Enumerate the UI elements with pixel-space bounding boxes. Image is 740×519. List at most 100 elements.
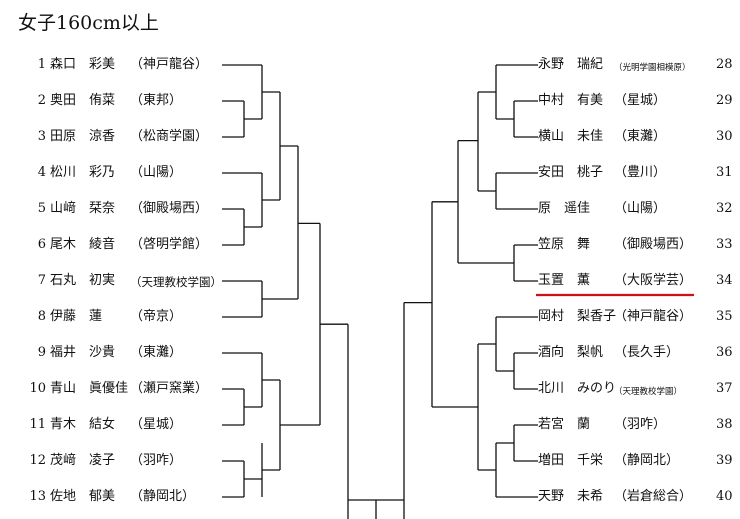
entry-number: 34	[716, 273, 733, 288]
entry-number: 35	[716, 309, 733, 324]
page-title: 女子160cm以上	[18, 12, 159, 34]
entry-school: （東邦）	[130, 93, 183, 108]
left-entry-6: 6 尾木 綾音 （啓明学館）	[0, 237, 230, 253]
entry-school: （羽咋）	[614, 417, 667, 432]
entry-school: （静岡北）	[130, 489, 196, 504]
right-entry-35: 岡村 梨香子（神戸龍谷） 35	[538, 309, 738, 325]
right-entry-37: 北川 みのり（天理教校学園） 37	[538, 381, 738, 397]
entry-number: 40	[716, 489, 733, 504]
entry-number: 1	[37, 57, 46, 72]
entry-name: 伊藤 蓮	[50, 309, 103, 324]
entry-number: 31	[716, 165, 733, 180]
entry-number: 38	[716, 417, 733, 432]
entry-name: 天野 未希	[538, 489, 604, 504]
entry-school: （神戸龍谷）	[130, 57, 209, 72]
entry-name: 永野 瑞紀	[538, 57, 604, 72]
entry-school: （光明学園相模原）	[614, 63, 691, 73]
entry-school: （御殿場西）	[130, 201, 209, 216]
entry-number: 9	[37, 345, 46, 360]
entry-name: 石丸 初実	[50, 273, 116, 288]
entry-school: （啓明学館）	[130, 237, 209, 252]
right-entry-33: 笠原 舞（御殿場西）33	[538, 237, 738, 253]
entry-number: 5	[37, 201, 46, 216]
entry-name: 酒向 梨帆	[538, 345, 604, 360]
entry-number: 37	[716, 381, 733, 396]
entry-number: 29	[716, 93, 733, 108]
entry-name: 茂﨑 凌子	[50, 453, 116, 468]
right-entry-32: 原 遥佳（山陽）32	[538, 201, 738, 217]
entry-number: 11	[29, 417, 46, 432]
entry-school: （瀬戸窯業）	[130, 381, 209, 396]
right-entry-34: 玉置 薫 （大阪学芸） 34	[538, 273, 738, 289]
right-entry-30: 横山 未佳 （東灘） 30	[538, 129, 738, 145]
right-entry-36: 酒向 梨帆（長久手）36	[538, 345, 738, 361]
left-entry-3: 3 田原 涼香 （松商学園）	[0, 129, 230, 145]
entry-name: 原 遥佳	[538, 201, 591, 216]
entry-school: （星城）	[614, 93, 667, 108]
left-entry-8: 8 伊藤 蓮 （帝京）	[0, 309, 230, 325]
entry-school: （山陽）	[130, 165, 183, 180]
entry-name: 山﨑 栞奈	[50, 201, 116, 216]
left-entry-7: 7 石丸 初実 （天理教校学園）	[0, 273, 230, 289]
entry-name: 増田 千栄	[538, 453, 604, 468]
entry-name: 玉置 薫	[538, 273, 591, 288]
entry-name: 横山 未佳	[538, 129, 604, 144]
entry-name: 安田 桃子	[538, 165, 604, 180]
entry-name: 岡村 梨香子	[538, 309, 617, 324]
entry-school: （帝京）	[130, 309, 183, 324]
left-entry-11: 11 青木 結女 （星城）	[0, 417, 230, 433]
entry-school: （天理教校学園）	[614, 387, 683, 397]
entry-number: 4	[37, 165, 46, 180]
entry-school: （大阪学芸）	[614, 273, 693, 288]
entry-school: （岩倉総合）	[614, 489, 693, 504]
right-entry-39: 増田 千栄 （静岡北） 39	[538, 453, 738, 469]
entry-name: 北川 みのり	[538, 381, 617, 396]
entry-name: 佐地 郁美	[50, 489, 116, 504]
entry-number: 33	[716, 237, 733, 252]
left-entry-1: 1 森口 彩美 （神戸龍谷）	[0, 57, 230, 73]
entry-school: （羽咋）	[130, 453, 183, 468]
entry-name: 尾木 綾音	[50, 237, 116, 252]
entry-number: 12	[29, 453, 46, 468]
entry-name: 笠原 舞	[538, 237, 591, 252]
entry-number: 39	[716, 453, 733, 468]
entry-number: 8	[37, 309, 46, 324]
entry-school: （東灘）	[614, 129, 667, 144]
left-entry-12: 12 茂﨑 凌子 （羽咋）	[0, 453, 230, 469]
entry-school: （天理教校学園）	[130, 275, 222, 289]
entry-name: 森口 彩美	[50, 57, 116, 72]
left-entry-4: 4 松川 彩乃 （山陽）	[0, 165, 230, 181]
right-entry-31: 安田 桃子 （豊川） 31	[538, 165, 738, 181]
right-entry-40: 天野 未希 （岩倉総合） 40	[538, 489, 738, 505]
entry-number: 13	[29, 489, 46, 504]
entry-school: （神戸龍谷）	[614, 309, 693, 324]
entry-name: 若宮 蘭	[538, 417, 591, 432]
entry-number: 30	[716, 129, 733, 144]
entry-number: 7	[37, 273, 46, 288]
entry-school: （静岡北）	[614, 453, 680, 468]
entry-name: 田原 涼香	[50, 129, 116, 144]
left-entry-13: 13 佐地 郁美 （静岡北）	[0, 489, 230, 505]
entry-name: 中村 有美	[538, 93, 604, 108]
right-entry-28: 永野 瑞紀 （光明学園相模原） 28	[538, 57, 738, 73]
entry-name: 松川 彩乃	[50, 165, 116, 180]
entry-number: 32	[716, 201, 733, 216]
entry-school: （松商学園）	[130, 129, 209, 144]
entry-school: （東灘）	[130, 345, 183, 360]
entry-number: 2	[37, 93, 46, 108]
left-entry-2: 2 奥田 侑菜 （東邦）	[0, 93, 230, 109]
entry-number: 3	[37, 129, 46, 144]
entry-number: 10	[29, 381, 46, 396]
entry-number: 36	[716, 345, 733, 360]
entry-name: 青木 結女	[50, 417, 116, 432]
left-entry-10: 10 青山 眞優佳（瀬戸窯業）	[0, 381, 230, 397]
entry-name: 青山 眞優佳	[50, 381, 129, 396]
entry-school: （豊川）	[614, 165, 667, 180]
entry-number: 6	[37, 237, 46, 252]
right-entry-29: 中村 有美 （星城） 29	[538, 93, 738, 109]
entry-number: 28	[716, 57, 733, 72]
entry-name: 奥田 侑菜	[50, 93, 116, 108]
left-entry-5: 5 山﨑 栞奈 （御殿場西）	[0, 201, 230, 217]
entry-school: （星城）	[130, 417, 183, 432]
